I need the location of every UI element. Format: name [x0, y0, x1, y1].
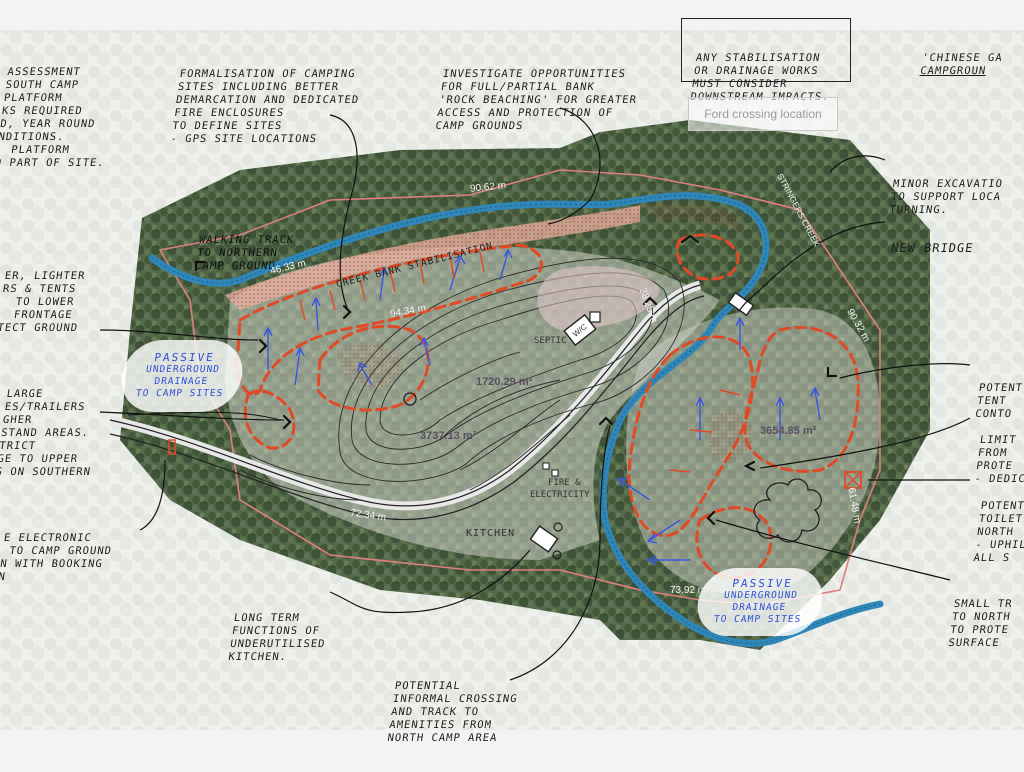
kitchen-label: KITCHEN — [466, 528, 516, 539]
new-bridge — [727, 291, 755, 317]
electricity-label: ELECTRICITY — [530, 490, 590, 500]
creek-edge — [151, 195, 881, 645]
creek-bank-hatch — [225, 205, 640, 310]
road-edge — [109, 295, 705, 521]
drainage-arrows — [263, 248, 821, 565]
direction-arrows — [194, 234, 838, 526]
kitchen-bin — [552, 550, 562, 560]
kitchen-tank — [553, 522, 563, 532]
area-right-label: 3654.85 m² — [760, 425, 817, 437]
kitchen-building — [529, 525, 559, 553]
camp-site-ticks — [299, 251, 741, 473]
zone-fill — [337, 342, 403, 389]
small-trees-icon — [753, 478, 822, 543]
property-boundary — [158, 169, 881, 606]
stabilisation-box — [681, 18, 851, 82]
east-grounds — [626, 307, 880, 595]
leader-lines — [99, 107, 971, 681]
gate-marker — [168, 439, 176, 455]
dimension-label: 73.92 m — [670, 585, 707, 596]
toilet-marker — [844, 471, 862, 489]
road-edge — [109, 284, 701, 507]
fire-point — [542, 462, 550, 470]
electricity-point — [551, 469, 559, 477]
septic-tank — [589, 311, 601, 323]
toilet-cross — [844, 471, 862, 489]
zone-fill — [706, 410, 753, 463]
area-center-label: 1720.29 m² — [476, 376, 533, 388]
bridge-approach — [640, 203, 740, 232]
ford-crossing-label: Ford crossing location — [688, 97, 838, 131]
central-lawn — [537, 266, 660, 330]
area-left-label: 3737.13 m² — [420, 430, 477, 442]
fire-pit — [403, 392, 417, 406]
septic-label: SEPTIC — [534, 336, 567, 346]
note-new-bridge: NEW BRIDGE — [890, 241, 975, 255]
camping-zones — [235, 233, 860, 580]
fire-label: FIRE & — [548, 478, 581, 488]
